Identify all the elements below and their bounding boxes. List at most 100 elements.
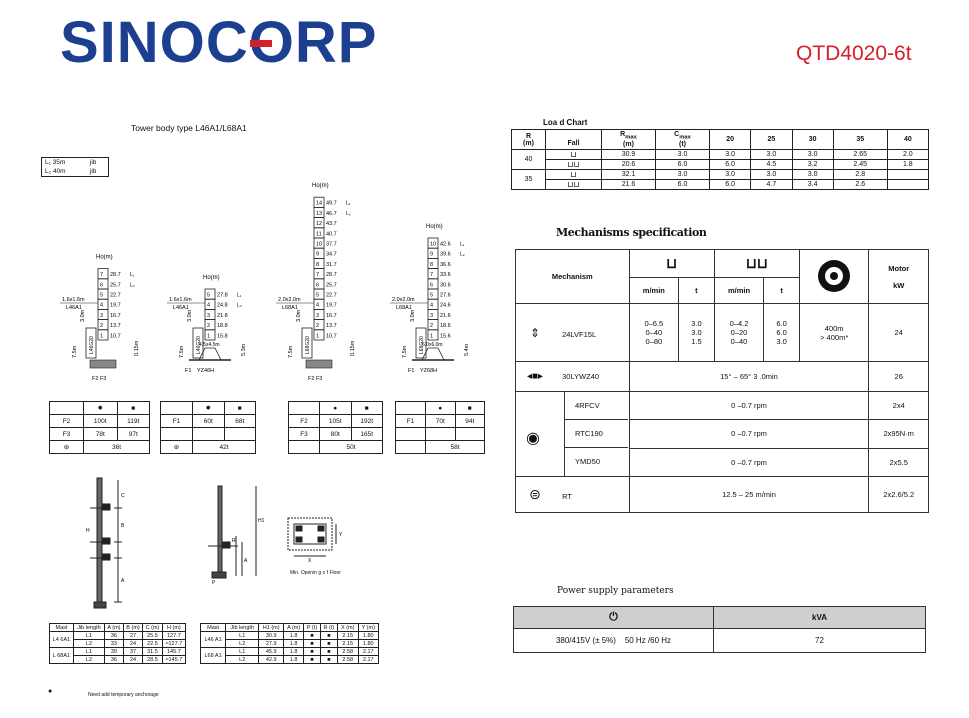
load-chart-table: R(m) Fall Rmax(m) Cmax(t) 20 25 30 35 40…	[511, 129, 930, 190]
mast-section-label: L46A1	[173, 305, 189, 311]
segment-number: 10	[316, 242, 322, 248]
base-dim-label: 4.5x4.5m	[199, 342, 220, 348]
segment-height: 46.7	[326, 211, 337, 217]
segment-height: 16.7	[110, 313, 121, 319]
model-number: QTD4020-6t	[796, 42, 912, 65]
segment-height: 31.7	[326, 262, 337, 268]
segment-height: 49.7	[326, 201, 337, 207]
force-label: F1	[185, 368, 191, 374]
segment-number: 7	[100, 272, 103, 278]
fall-icon: ⊔	[545, 169, 602, 180]
gap-label: 3.0m	[187, 309, 193, 322]
svg-text:A: A	[244, 558, 248, 564]
segment-number: 10	[430, 242, 436, 248]
single-fall-icon: ⊔	[628, 249, 715, 278]
segment-height: 13.7	[110, 323, 121, 329]
gap-label: 3.0m	[410, 309, 416, 322]
svg-text:C: C	[121, 493, 125, 499]
segment-height: 28.7	[326, 272, 337, 278]
mast-anchorage-drawings: C B A H H1 A R P X Y	[86, 477, 343, 609]
segment-height: 15.8	[217, 333, 228, 339]
segment-height: 18.6	[440, 323, 451, 329]
foundation	[305, 359, 333, 369]
square-icon: ■	[454, 401, 485, 415]
segment-height: 43.7	[326, 221, 337, 227]
drum-icon	[798, 249, 870, 304]
segment-height: 37.7	[326, 242, 337, 248]
jib-l1-label: L₁	[346, 201, 351, 207]
ho-label: Ho(m)	[203, 275, 220, 281]
tower-body-title: Tower body type L46A1/L68A1	[131, 123, 247, 133]
square-icon: ■	[350, 401, 383, 415]
mast-segment	[204, 329, 216, 341]
segment-number: 6	[430, 282, 433, 288]
segment-height: 30.6	[440, 282, 451, 288]
clearance-label: 5.4m	[464, 343, 470, 356]
mast-section-label: L68A1	[282, 305, 298, 311]
base-height-label: 7.5m	[72, 345, 78, 358]
segment-height: 42.6	[440, 242, 451, 248]
segment-number: 7	[316, 272, 319, 278]
weight-icon: ⊛	[160, 440, 193, 454]
mast-section-label: L68A1	[396, 305, 412, 311]
fall-icon: ⊔	[545, 149, 602, 160]
segment-number: 12	[316, 221, 322, 227]
power-supply-title: Power supply parameters	[557, 586, 674, 596]
jib-l1-label: L₁	[130, 272, 135, 278]
segment-number: 2	[207, 323, 210, 329]
circle-icon: ●	[319, 401, 352, 415]
svg-text:X: X	[308, 558, 312, 564]
segment-number: 3	[430, 313, 433, 319]
mast-spacing-label: 2.0x2.0m	[392, 297, 415, 303]
segment-height: 13.7	[326, 323, 337, 329]
base-height-label: 7.5m	[179, 345, 185, 358]
segment-number: 1	[207, 333, 210, 339]
svg-text:A: A	[121, 578, 125, 584]
segment-number: 5	[207, 293, 210, 299]
svg-text:H1: H1	[258, 518, 265, 524]
fall-icon: ⊔⊔	[545, 159, 602, 170]
jib-l2-label: L₂	[346, 211, 351, 217]
segment-number: 8	[430, 262, 433, 268]
segment-number: 1	[316, 333, 319, 339]
mast-segment	[97, 329, 109, 341]
gap-label: 3.0m	[80, 309, 86, 322]
weight-icon: ⊛	[49, 440, 84, 454]
segment-number: 1	[100, 333, 103, 339]
segment-number: 2	[100, 323, 103, 329]
tall-mast-drawing	[90, 477, 122, 609]
floor-opening-label: Min. Openin g o f Floor	[290, 570, 341, 576]
svg-text:P: P	[212, 580, 216, 586]
load-chart-title: Loa d Chart	[543, 118, 588, 127]
segment-number: 4	[100, 303, 103, 309]
clearance-label: 0.15m	[134, 340, 140, 356]
segment-height: 33.6	[440, 272, 451, 278]
mast-spacing-label: 2.0x2.0m	[278, 297, 301, 303]
segment-height: 16.7	[326, 313, 337, 319]
circle-icon: ✹	[83, 401, 118, 415]
jib-l2-label: L₂	[130, 282, 135, 288]
segment-number: 6	[316, 282, 319, 288]
square-icon: ■	[116, 401, 151, 415]
short-mast-drawing	[208, 485, 257, 579]
sinocorp-logo: SINOCORP	[60, 10, 378, 75]
segment-height: 28.7	[110, 272, 121, 278]
segment-height: 27.6	[440, 293, 451, 299]
segment-height: 10.7	[110, 333, 121, 339]
jib-l1-label: L₁	[460, 242, 465, 248]
base-height-label: 7.5m	[402, 345, 408, 358]
hoist-icon: ⇕	[529, 325, 541, 340]
luffing-icon: ◂■▸	[526, 371, 544, 382]
